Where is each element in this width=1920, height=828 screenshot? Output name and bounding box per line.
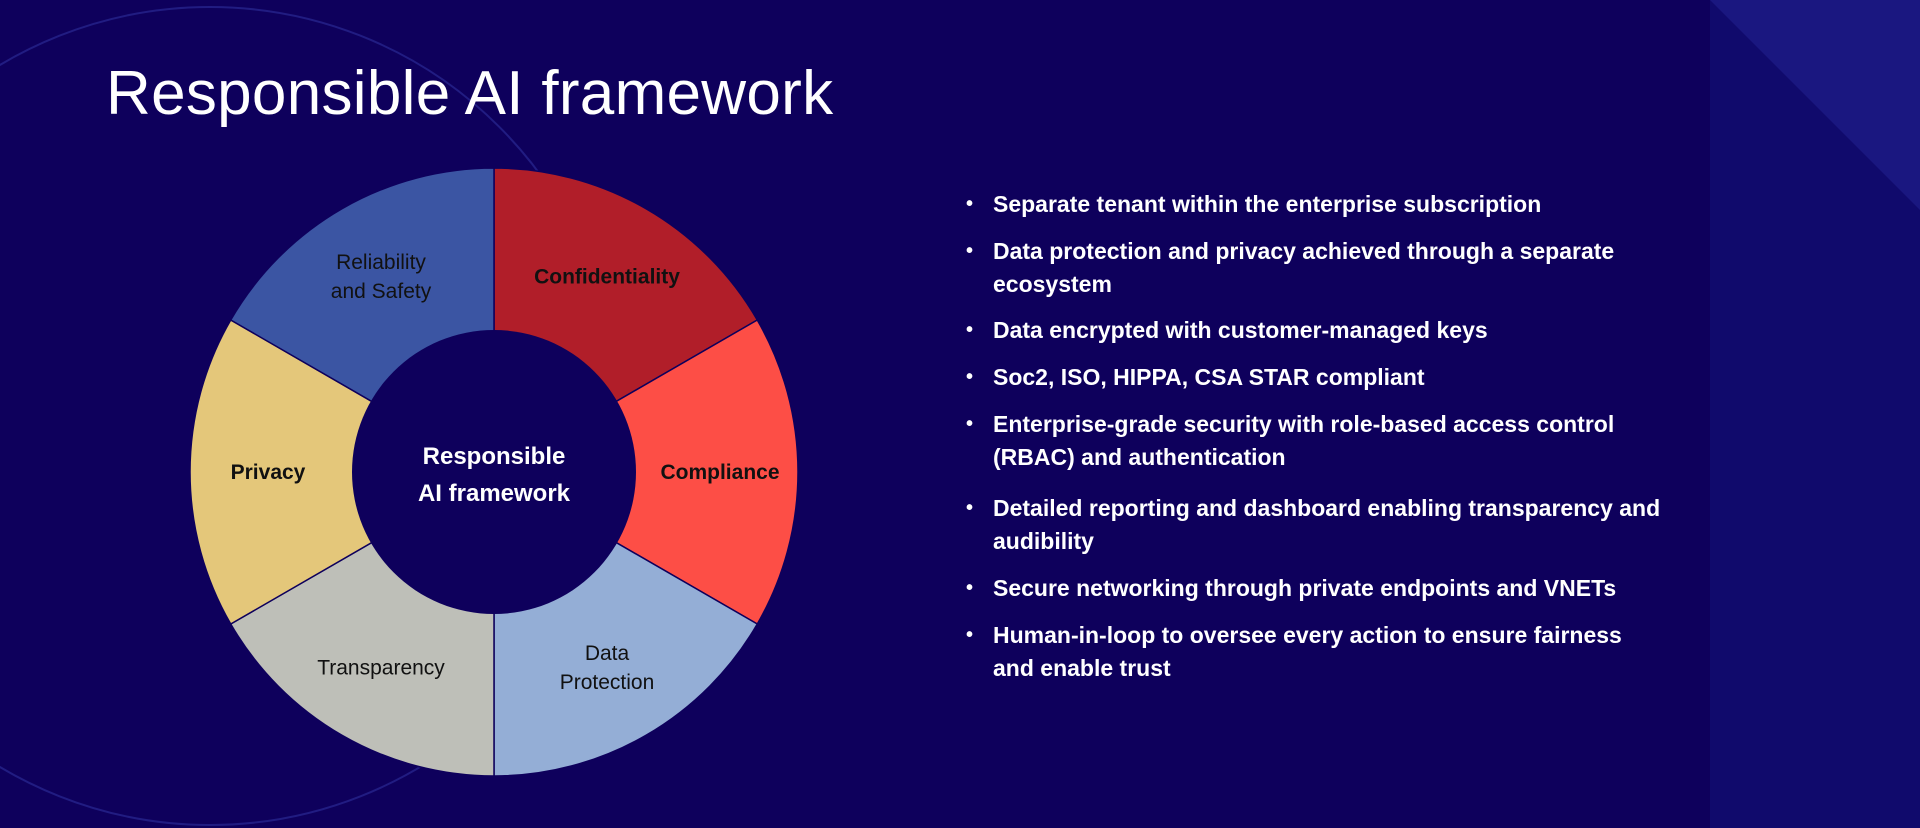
page-title: Responsible AI framework bbox=[106, 59, 834, 128]
bullet-item-encryption: Data encrypted with customer-managed key… bbox=[966, 314, 1666, 347]
framework-bullet-list: Separate tenant within the enterprise su… bbox=[966, 188, 1666, 685]
wheel-segment-label-3-1: Transparency bbox=[317, 657, 445, 680]
wheel-segment-label-1-1: Compliance bbox=[660, 461, 779, 484]
bullet-item-human-in-loop: Human-in-loop to oversee every action to… bbox=[966, 619, 1666, 685]
bullet-item-rbac-security: Enterprise-grade security with role-base… bbox=[966, 408, 1666, 474]
right-decorative-panel bbox=[1710, 0, 1920, 828]
wheel-segment-label-4-1: Privacy bbox=[231, 461, 306, 484]
wheel-segment-label-5-1: Reliability bbox=[336, 251, 426, 274]
bullet-item-compliance-certs: Soc2, ISO, HIPPA, CSA STAR compliant bbox=[966, 361, 1666, 394]
wheel-segment-label-2-1: Data bbox=[585, 642, 630, 665]
diagonal-decoration bbox=[1710, 0, 1920, 210]
wheel-segment-label-0-1: Confidentiality bbox=[534, 265, 680, 288]
wheel-center-label-line1: Responsible bbox=[423, 443, 566, 470]
bullet-item-privacy-ecosystem: Data protection and privacy achieved thr… bbox=[966, 235, 1666, 301]
wheel-segment-4 bbox=[189, 318, 496, 626]
wheel-center-hole bbox=[352, 330, 636, 614]
wheel-segment-1 bbox=[492, 318, 799, 626]
wheel-segment-label-5-2: and Safety bbox=[331, 280, 432, 303]
bullet-item-tenant: Separate tenant within the enterprise su… bbox=[966, 188, 1666, 221]
bullet-item-reporting-dashboard: Detailed reporting and dashboard enablin… bbox=[966, 492, 1666, 558]
wheel-center-label-line2: AI framework bbox=[418, 480, 571, 507]
bullet-item-secure-networking: Secure networking through private endpoi… bbox=[966, 572, 1666, 605]
wheel-segment-label-2-2: Protection bbox=[560, 671, 655, 694]
